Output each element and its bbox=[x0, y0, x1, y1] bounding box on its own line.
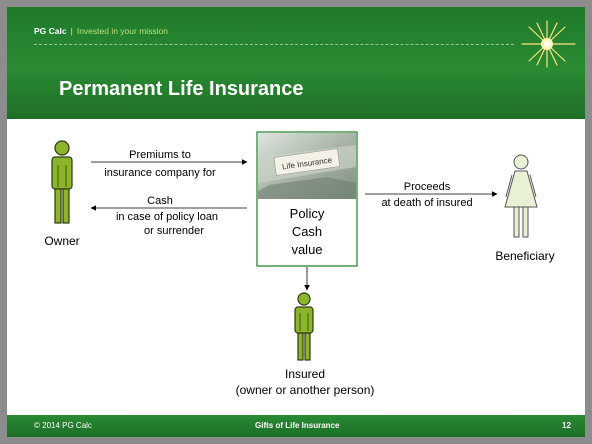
premiums-label-line1: Premiums to bbox=[129, 149, 191, 161]
slide: PG Calc|Invested in your mission Permane bbox=[7, 7, 585, 437]
owner-label: Owner bbox=[44, 234, 79, 248]
footer-copyright: © 2014 PG Calc bbox=[34, 421, 92, 430]
beneficiary-label: Beneficiary bbox=[495, 249, 554, 263]
cash-label-line2: in case of policy loan bbox=[116, 211, 218, 223]
policy-label-line1: Policy bbox=[290, 206, 325, 221]
premiums-label-line2: insurance company for bbox=[104, 167, 216, 179]
insured-label-line2: (owner or another person) bbox=[236, 383, 375, 397]
slide-header: PG Calc|Invested in your mission Permane bbox=[7, 7, 585, 119]
header-rule bbox=[34, 44, 514, 45]
proceeds-label-line2: at death of insured bbox=[381, 197, 472, 209]
slide-footer: © 2014 PG Calc Gifts of Life Insurance 1… bbox=[7, 415, 585, 437]
starburst-icon bbox=[521, 20, 576, 68]
owner-figure-icon bbox=[51, 140, 73, 224]
insured-figure-icon bbox=[294, 292, 314, 361]
life-insurance-diagram: Owner Premiums to insurance company for … bbox=[44, 131, 555, 397]
footer-presentation-title: Gifts of Life Insurance bbox=[255, 421, 340, 430]
policy-box: Life Insurance Policy Cash value bbox=[256, 131, 358, 267]
slide-title: Permanent Life Insurance bbox=[59, 78, 304, 100]
proceeds-label-line1: Proceeds bbox=[404, 181, 451, 193]
brand-separator: | bbox=[70, 26, 73, 36]
brand-bar: PG Calc|Invested in your mission bbox=[34, 26, 168, 36]
footer-page-number: 12 bbox=[562, 421, 571, 430]
policy-label-line2: Cash bbox=[292, 224, 322, 239]
insured-label-line1: Insured bbox=[285, 367, 325, 381]
cash-label-line1: Cash bbox=[147, 195, 173, 207]
policy-label-line3: value bbox=[291, 242, 322, 257]
cash-label-line3: or surrender bbox=[144, 225, 204, 237]
brand-name: PG Calc bbox=[34, 26, 67, 36]
beneficiary-figure-icon bbox=[504, 154, 538, 238]
brand-tagline: Invested in your mission bbox=[76, 26, 169, 36]
